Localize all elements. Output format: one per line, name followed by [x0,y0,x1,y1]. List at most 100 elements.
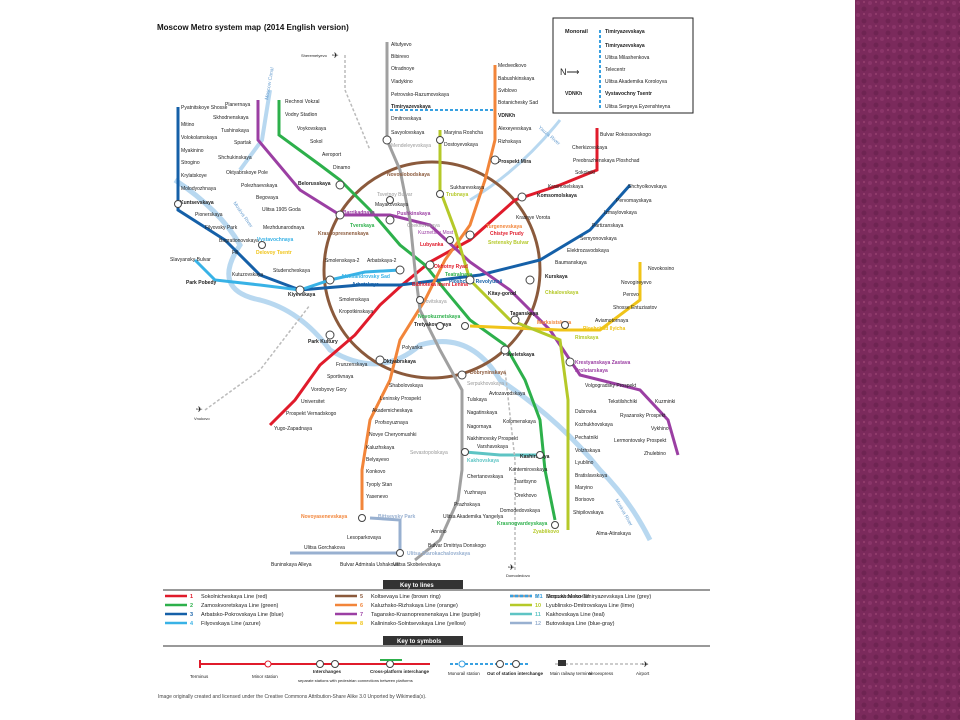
station-label: Teatralnaya [445,272,473,278]
station-label: Belorusskaya [298,181,331,187]
station-label: Orekhovo [515,493,537,499]
station-label: Novokuznetskaya [418,314,460,320]
legend-line-label: Zamoskvoretskaya Line (green) [201,603,279,609]
station-label: Kozhukhovskaya [575,422,613,428]
station-label: Leninsky Prospekt [380,396,421,402]
station-label: Vladykino [391,79,413,85]
station-label: Taganskaya [510,311,538,317]
station-label: Dostoyevskaya [444,142,478,148]
legend-line-label: Serpukhovsko-Timiryazevskaya Line (grey) [546,594,651,600]
station-label: Prazhskaya [454,502,480,508]
station-label: Kuznetsky Most [418,230,454,236]
station-label: Prospekt Vernadskogo [286,411,337,417]
station-label: Akademicheskaya [372,408,413,414]
station-label: Smolenskaya [339,297,369,303]
map-credit: Image originally created and licensed un… [158,694,427,700]
station-label: Tushinskaya [221,128,249,134]
station-label: Trubnaya [446,192,468,198]
key-to-symbols: Key to symbols ✈ Terminus Minor station … [163,636,710,683]
station-label: Pervomayskaya [616,198,652,204]
station-label: Voykovskaya [297,126,326,132]
moscow-canal [238,89,272,172]
station-label: Lermontovsky Prospekt [614,438,667,444]
station-label: Ulitsa Gorchakova [304,545,345,551]
station-label: Bibirevo [391,54,409,60]
station-label: Cherkizovskaya [572,145,608,151]
station-label: Borisovo [575,497,595,503]
station-label: Ryazansky Prospekt [620,413,666,419]
airport-icon: ✈ [196,405,203,414]
station-label: Skhodnenskaya [213,115,249,121]
station-label: Krasnoselskaya [548,184,584,190]
station-label: Tulskaya [467,397,487,403]
station-label: Planernaya [225,102,251,108]
legend-line-label: Kakhovskaya Line (teal) [546,612,605,618]
station-label: Polyanka [402,345,423,351]
legend-line-label: Lyublinsko-Dmitrovskaya Line (lime) [546,603,634,609]
station-label: Yugo-Zapadnaya [274,426,312,432]
station-label: Botanichesky Sad [498,100,538,106]
station-label: Chistye Prudy [490,231,524,237]
station-label: Maryino [575,485,593,491]
station-label: Izmaylovskaya [604,210,637,216]
station-label: Bittsevsky Park [378,514,415,520]
station-label: Arbatskaya [352,282,379,288]
station-label: Otradnoye [391,66,415,72]
legend-line-number: M1 [535,594,543,600]
station-label: Novoyasenevskaya [301,514,347,520]
station-label: Altufyevo [391,42,412,48]
station-label: VDNKh [498,113,515,119]
legend-line-number: 5 [360,594,363,600]
station-label: Polezhaevskaya [241,183,278,189]
station-label: Vykhino [651,426,669,432]
line-7 [256,100,680,456]
station-label: Sretensky Bulvar [488,240,529,246]
line-5-ring [322,160,542,380]
station-label: Dobryninskaya [470,370,506,376]
monorail-station: Timiryazevskaya [605,29,645,35]
station-label: Chertanovskaya [467,474,503,480]
station-label: Semyonovskaya [580,236,617,242]
symbol-out-of-station: Out of station interchange [487,671,543,676]
station-label: Shosse Entuziastov [613,305,657,311]
airport-icon: ✈ [508,563,515,572]
station-label: Studencheskaya [273,268,310,274]
station-label: Sportivnaya [327,374,354,380]
symbol-terminus: Terminus [190,674,209,679]
station-label: Petrovsko-Razumovskaya [391,92,449,98]
station-label: Marksistskaya [537,320,571,326]
station-label: Ulitsa Akademika Yangelya [443,514,503,520]
station-label: Ulitsa Skobelevskaya [393,562,441,568]
station-label: Kaluzhskaya [366,445,395,451]
decorative-sidebar [855,0,960,720]
legend-line-number: 1 [190,594,193,600]
station-label: Buninskaya Alleya [271,562,312,568]
station-label: Rechnoi Vokzal [285,99,319,105]
symbol-cross-platform: Cross-platform interchange [370,669,430,674]
label-domodedovo: Domodedovo [506,573,531,578]
station-label: Alexeyevskaya [498,126,532,132]
station-label: Alma-Atinskaya [596,531,631,537]
station-label: Krasnye Vorota [516,215,550,221]
station-label: Kolomenskaya [503,419,536,425]
station-label: Nagatinskaya [467,410,498,416]
station-label: Sukharevskaya [450,185,484,191]
station-label: Avtozavodskaya [489,391,526,397]
station-label: Ploshchad Revolyutsii [449,279,503,285]
station-label: Vodny Stadion [285,112,317,118]
key-to-symbols-title: Key to symbols [397,639,442,645]
monorail-vdnkh: VDNKh [565,91,582,97]
legend-line-label: Kalininsko-Solntsevskaya Line (yellow) [371,621,466,627]
station-label: Chekhovskaya [407,223,440,229]
station-label: Elektrozavodskaya [567,248,609,254]
legend-line-number: 4 [190,621,194,627]
station-label: Bulvar Rokossovskogo [600,132,651,138]
legend-line-label: Koltsevaya Line (brown ring) [371,594,441,600]
station-label: Pionerskaya [195,212,223,218]
monorail-station: Vystavochny Tsentr [605,91,652,97]
station-label: Turgenevskaya [486,224,522,230]
station-label: Rizhskaya [498,139,521,145]
legend-line-number: 2 [190,603,193,609]
aeroexpress-vnukovo [204,304,311,411]
